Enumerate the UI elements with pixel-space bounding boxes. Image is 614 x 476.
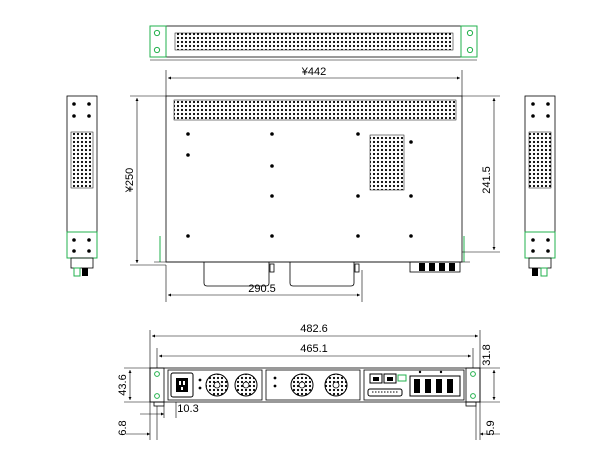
dimension-handle-span: 290.5 xyxy=(165,265,363,302)
top-plan-view xyxy=(154,95,470,287)
dimension-label-foot-right: 5.9 xyxy=(485,420,497,435)
dimension-depth: ¥250 xyxy=(124,95,166,266)
dimension-label-height: 43.6 xyxy=(117,374,129,395)
dimension-offset: 10.3 xyxy=(140,402,199,418)
fan-icon xyxy=(205,373,229,397)
front-panel-view xyxy=(149,367,481,407)
dimension-label-width: ¥442 xyxy=(301,66,326,78)
left-side-view xyxy=(66,95,98,277)
mesh-vent-icon xyxy=(174,32,454,51)
rj45-port-icon xyxy=(369,373,397,384)
fan-icon xyxy=(234,373,258,397)
top-front-view xyxy=(149,25,478,61)
dimension-label-depth: ¥250 xyxy=(124,168,136,193)
dimension-label-body-width: 465.1 xyxy=(300,343,328,355)
dimension-inner-depth: 241.5 xyxy=(462,95,500,253)
fan-icon xyxy=(290,373,314,397)
mesh-vent-icon xyxy=(70,131,94,189)
dimension-height: 43.6 xyxy=(117,367,150,403)
dimension-label-offset: 10.3 xyxy=(177,403,198,415)
dimension-label-inner-depth: 241.5 xyxy=(481,166,493,194)
dimension-label-foot-left: 6.8 xyxy=(117,420,129,435)
dimension-foot-left: 6.8 xyxy=(117,402,158,440)
mesh-vent-icon xyxy=(173,99,457,121)
dimension-foot-right: 5.9 xyxy=(475,402,500,440)
dimension-panel-width: 482.6 xyxy=(149,323,481,368)
dimension-label-ear-height: 31.8 xyxy=(481,344,493,365)
right-side-view xyxy=(524,95,556,277)
dimension-ear-height: 31.8 xyxy=(480,344,500,403)
terminal-block-icon xyxy=(409,375,461,397)
dimension-label-handle-span: 290.5 xyxy=(248,283,276,295)
fan-icon xyxy=(324,373,348,397)
dimension-label-panel-width: 482.6 xyxy=(300,323,328,335)
dimension-width-top: ¥442 xyxy=(165,66,463,96)
dimension-body-width: 465.1 xyxy=(156,343,474,368)
mesh-vent-icon xyxy=(528,131,552,189)
power-socket-icon xyxy=(170,372,194,398)
